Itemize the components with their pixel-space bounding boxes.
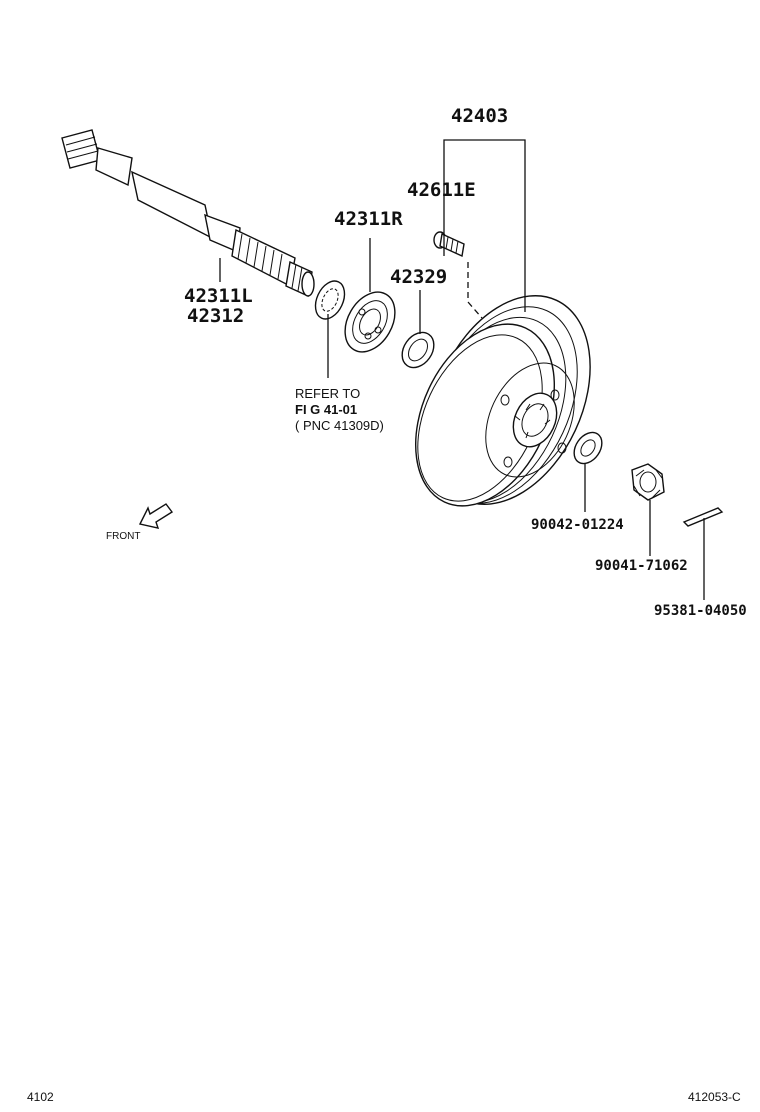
part-label-42311L: 42311L: [184, 285, 253, 307]
washer: [573, 431, 603, 465]
part-label-42329: 42329: [390, 266, 447, 288]
refer-note-line2: FI G 41-01: [295, 402, 357, 417]
castle-nut: [631, 463, 665, 501]
part-label-42403: 42403: [451, 105, 508, 127]
brake-drum: [414, 295, 591, 507]
refer-note-line1: REFER TO: [295, 386, 360, 401]
leader-lines: [219, 139, 705, 600]
part-label-90042-01224: 90042-01224: [531, 517, 624, 533]
hub-bolt: [433, 231, 465, 258]
part-label-42312: 42312: [187, 305, 244, 327]
footer-right-code: 412053-C: [688, 1090, 741, 1104]
footer-left-code: 4102: [27, 1090, 54, 1104]
cotter-pin: [682, 507, 724, 527]
front-arrow-icon: [138, 503, 174, 529]
part-label-42611E: 42611E: [407, 179, 476, 201]
part-label-90041-71062: 90041-71062: [595, 558, 688, 574]
refer-note-line3: ( PNC 41309D): [295, 418, 384, 433]
part-label-95381-04050: 95381-04050: [654, 603, 747, 619]
retainer-ring: [314, 280, 346, 320]
front-label: FRONT: [106, 531, 140, 542]
axle-shaft: [61, 129, 315, 298]
oil-seal: [401, 331, 435, 369]
bearing: [344, 291, 396, 353]
part-label-42311R: 42311R: [334, 208, 403, 230]
